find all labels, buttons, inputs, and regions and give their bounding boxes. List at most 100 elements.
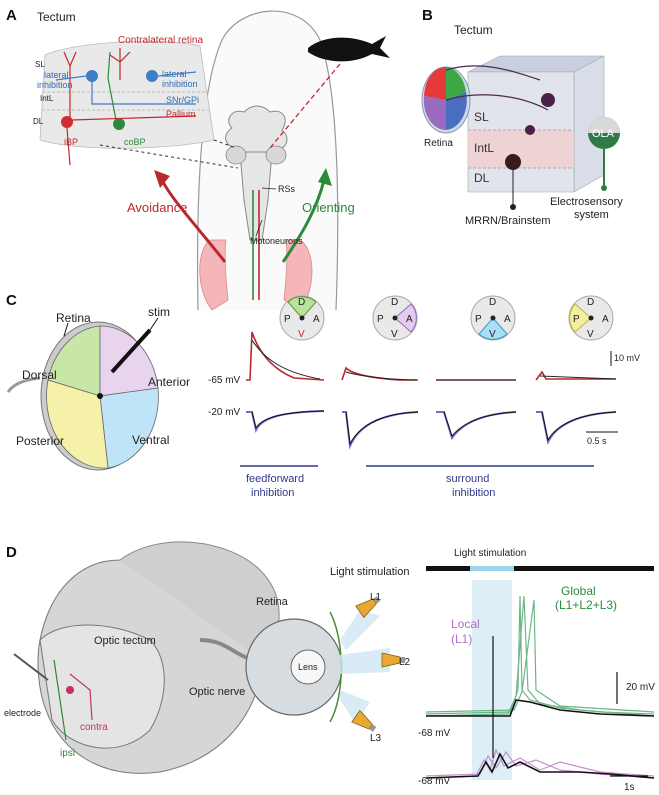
layer-sl-label: SL [35,60,45,69]
lamp-l2-icon [381,652,405,668]
black-mean-blue [251,410,617,446]
q4-v: V [587,329,594,340]
ibp-axon [66,127,71,166]
q3-p: P [475,314,482,325]
contra-axon [69,673,93,721]
pallium-label: Pallium [166,109,196,119]
electrosensory-label-2: system [574,209,609,221]
layer-intl-label: IntL [40,94,54,103]
q4-p: P [573,314,580,325]
mrrn-label: MRRN/Brainstem [465,215,551,227]
tectal-neuron-2 [525,125,535,135]
q3-v: V [489,329,496,340]
retina-sector-red [424,66,446,100]
red-trace-1 [246,331,325,381]
green-traces [425,595,655,717]
scale-10mv-label: 10 mV [614,353,640,363]
brain-d-front-lobe [39,624,165,749]
rss-pointer [261,187,277,190]
panel-c-letter: C [6,292,17,309]
lateral-inhibition-neuron-right [146,70,158,82]
electrode-label: electrode [4,708,41,718]
retinotectal-axons [445,65,549,111]
q1-a: A [313,314,320,325]
optic-tectum-label: Optic tectum [94,635,156,647]
light-beam-l1 [340,610,380,650]
cobp-dendrite [107,51,117,121]
local-label-2: (L1) [451,632,472,646]
dorsal-label: Dorsal [22,368,57,382]
retina-c-posterior [46,379,109,469]
q1-v: V [298,329,305,340]
orienting-arrow [281,179,326,263]
retina-d-label: Retina [256,596,289,608]
panel-a-letter: A [6,7,17,24]
orienting-arrowhead [318,168,332,186]
retina-sector-green [446,67,466,100]
tectal-neuron-1 [541,93,555,107]
panel-d: D Optic tectum Optic nerve electrode con… [4,541,655,793]
retina-c-pointer [63,322,69,337]
ipsi-label: ipsi [60,748,75,759]
optic-tectum-lobe-left [225,145,247,165]
light-beam-l3 [340,690,370,724]
light-stim-left-label: Light stimulation [330,566,410,578]
lateral-inhibition-left-1: lateral [44,70,69,80]
contralateral-retina-label: Contralateral retina [118,35,203,46]
block-sl-label: SL [474,110,489,124]
lamp-l3-label: L3 [370,733,382,744]
retina-c-dorsal [47,325,101,397]
panel-a: A Tectum Contralateral retina SL IntL DL… [6,7,390,311]
purple-trace-1 [425,748,655,779]
global-label-2: (L1+L2+L3) [555,598,617,612]
q2-p: P [377,314,384,325]
q2-a: A [406,314,413,325]
motoneurons-label: Motoneurons [250,236,303,246]
quadrant-icon-ventral [470,295,516,341]
ibp-neuron [61,116,73,128]
orienting-label: Orienting [302,200,355,215]
retina-c-center [97,393,103,399]
lamp-l3-icon [351,709,377,732]
scale-20mv-label: 20 mV [626,682,655,693]
stim-electrode-wire [149,317,159,331]
q4-a: A [602,314,609,325]
lateral-inhibition-neuron-left [86,70,98,82]
retina-c-ventral [99,387,159,469]
tectum-inset-box [39,40,215,149]
electrode-d [13,653,49,681]
optic-nerve-label: Optic nerve [189,686,245,698]
optic-tectum-lobe-right [265,145,287,165]
panel-c: C Retina stim Dorsal Anterior Posterior … [6,292,640,499]
q3-a: A [504,314,511,325]
inset-pointer-2 [213,139,237,149]
q2-d: D [391,297,398,308]
surround-label-2: inhibition [452,487,495,499]
avoidance-arrow [160,179,227,263]
mrrn-target [510,204,516,210]
blue-traces [246,410,617,450]
predator-signal-line [269,63,341,149]
electrosensory-label-1: Electrosensory [550,196,623,208]
panel-b: B Tectum SL IntL DL Retina MRRN/Brainste… [421,7,623,227]
q2-v: V [391,329,398,340]
mv-65-label: -65 mV [208,375,241,386]
tectum-title: Tectum [37,10,76,24]
purple-traces [425,748,655,779]
lateral-inhibition-left-2: inhibition [37,80,73,90]
stim-label: stim [148,305,170,319]
quadrant-icon-posterior [568,295,614,341]
surround-label-1: surround [446,473,489,485]
rss-label: RSs [278,184,296,194]
feedforward-label-2: inhibition [251,487,294,499]
light-stim-right-label: Light stimulation [454,548,526,559]
retina-c-label: Retina [56,311,91,325]
ola-nucleus-top [588,117,620,133]
mv-68-top-label: -68 mV [418,728,451,739]
q1-p: P [284,314,291,325]
tectal-neuron-3 [505,154,521,170]
purple-mean-trace [425,752,655,779]
block-dl-label: DL [474,171,490,185]
